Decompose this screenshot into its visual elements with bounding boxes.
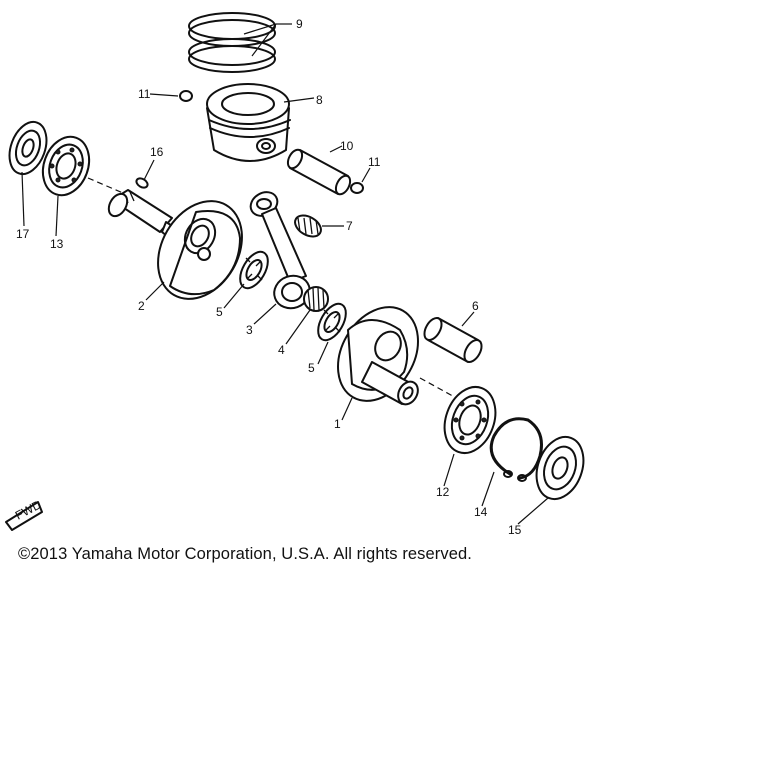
bearing-left [35,130,97,201]
callout-2: 2 [138,299,145,313]
oil-seal-left [3,117,53,179]
bearing-right [436,380,504,460]
callout-5-right: 5 [308,361,315,375]
small-end-bearing [291,211,324,241]
crankshaft-exploded-diagram: FWD 9 11 8 10 11 16 7 17 13 2 5 [0,0,768,537]
forward-arrow: FWD [6,497,44,530]
callout-1: 1 [334,417,341,431]
callout-labels: 9 11 8 10 11 16 7 17 13 2 5 3 4 5 6 1 12… [16,17,522,537]
callout-16: 16 [150,145,164,159]
callout-10: 10 [340,139,354,153]
circlip-right [351,183,363,193]
callout-11-right: 11 [368,155,381,169]
crank-pin [421,315,485,365]
retaining-ring [491,419,541,481]
callout-6: 6 [472,299,479,313]
copyright-notice: ©2013 Yamaha Motor Corporation, U.S.A. A… [18,545,472,563]
callout-8: 8 [316,93,323,107]
forward-label: FWD [13,497,44,522]
callout-17: 17 [16,227,30,241]
piston-pin [285,147,353,196]
callout-5-left: 5 [216,305,223,319]
thrust-washer-left [234,247,273,293]
callout-9: 9 [296,17,303,31]
callout-3: 3 [246,323,253,337]
callout-15: 15 [508,523,522,537]
crank-half-right [322,293,434,416]
callout-7: 7 [346,219,353,233]
woodruff-key [135,177,149,190]
circlip-left [180,91,192,101]
callout-leaders [22,24,548,524]
piston [207,84,290,161]
oil-seal-right [528,430,591,505]
callout-14: 14 [474,505,488,519]
thrust-washer-right [312,299,351,345]
callout-11-top: 11 [138,87,151,101]
callout-12: 12 [436,485,450,499]
connecting-rod [246,187,314,313]
callout-13: 13 [50,237,64,251]
big-end-bearing [304,287,328,311]
callout-4: 4 [278,343,285,357]
crank-half-left [105,186,259,314]
piston-rings [189,13,275,72]
